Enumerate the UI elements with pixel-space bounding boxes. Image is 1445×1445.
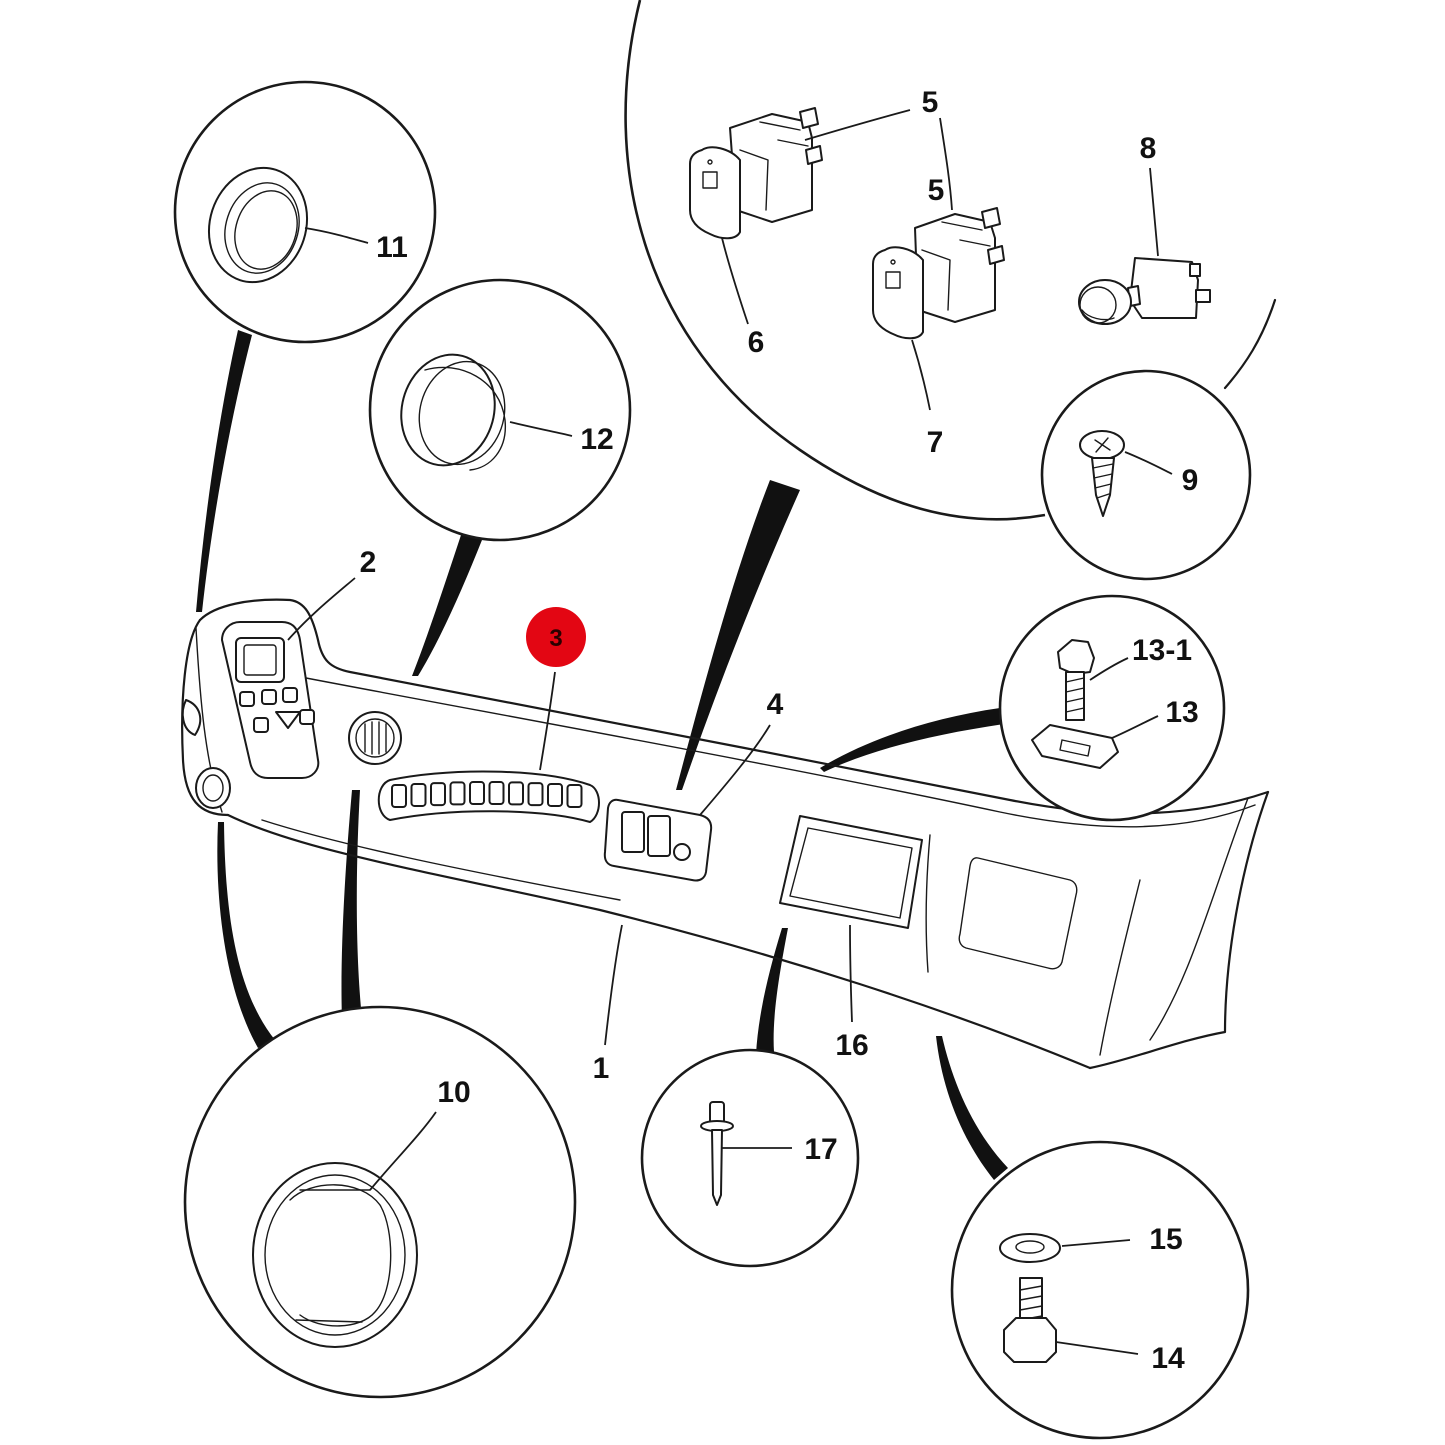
- label-5-lower: 5: [928, 174, 945, 207]
- label-3: 3: [549, 625, 562, 652]
- callout-9: [1040, 369, 1252, 581]
- push-pull-switch-8: [1078, 257, 1211, 325]
- label-11: 11: [376, 231, 408, 264]
- blank-panel: [779, 815, 923, 929]
- instrument-cluster: [221, 621, 320, 779]
- switch-key: [410, 782, 427, 807]
- label-5-upper: 5: [922, 86, 939, 119]
- column-shroud: [181, 699, 231, 809]
- switch-key: [488, 781, 505, 806]
- label-6: 6: [748, 326, 765, 359]
- switch-key: [527, 782, 544, 807]
- rocker-switch-cap-7: [872, 246, 924, 340]
- bolt-14: [1003, 1277, 1057, 1363]
- clip-nut-13: [1031, 724, 1119, 769]
- vent-housing-10: [252, 1162, 418, 1348]
- switch-key: [449, 781, 466, 806]
- label-16: 16: [835, 1029, 868, 1062]
- air-vent: [348, 711, 402, 765]
- label-7: 7: [927, 426, 944, 459]
- switch-key: [566, 784, 583, 808]
- callout-11: [173, 80, 437, 344]
- trim-ring-12: [400, 353, 506, 471]
- label-13: 13: [1165, 696, 1198, 729]
- rivet-17: [700, 1101, 734, 1206]
- callout-17: [640, 1048, 860, 1268]
- label-10: 10: [437, 1076, 470, 1109]
- callout-13: [998, 594, 1226, 822]
- label-8: 8: [1140, 132, 1157, 165]
- callout-10: [183, 1005, 577, 1399]
- rocker-switch-cap-6: [689, 146, 741, 240]
- label-4: 4: [767, 688, 784, 721]
- right-panel-recess: [958, 857, 1078, 970]
- bolt-13-1: [1057, 639, 1095, 721]
- callout-connectors: [196, 298, 1277, 1180]
- label-2: 2: [360, 546, 377, 579]
- highlight-circle: [526, 607, 586, 667]
- label-17: 17: [804, 1133, 837, 1166]
- highlight-marker-3[interactable]: 3: [526, 607, 586, 667]
- switch-key: [469, 781, 485, 806]
- switch-key: [547, 782, 563, 807]
- part-labels: 1 2 4 5 5 6 7 8 9 10 11 12 13-1 13 14 15…: [360, 86, 1199, 1375]
- trim-ring-11: [207, 166, 309, 284]
- label-15: 15: [1149, 1223, 1182, 1256]
- switch-bar: [377, 770, 600, 823]
- label-1: 1: [593, 1052, 610, 1085]
- rocker-switch-body-5b: [914, 207, 1005, 323]
- switch-key: [391, 784, 407, 808]
- callout-14-15: [950, 1140, 1250, 1440]
- washer-15: [999, 1233, 1061, 1263]
- screw-9: [1079, 430, 1125, 517]
- switch-key: [430, 782, 446, 807]
- rocker-switch-body-5a: [729, 107, 823, 223]
- rocker-switch-panel: [603, 798, 713, 882]
- switch-key: [508, 781, 524, 806]
- label-13-1: 13-1: [1132, 634, 1192, 667]
- dash-leaders: [287, 577, 853, 1046]
- label-12: 12: [580, 423, 613, 456]
- label-14: 14: [1151, 1342, 1185, 1375]
- callout-12: [368, 278, 632, 542]
- label-9: 9: [1182, 464, 1199, 497]
